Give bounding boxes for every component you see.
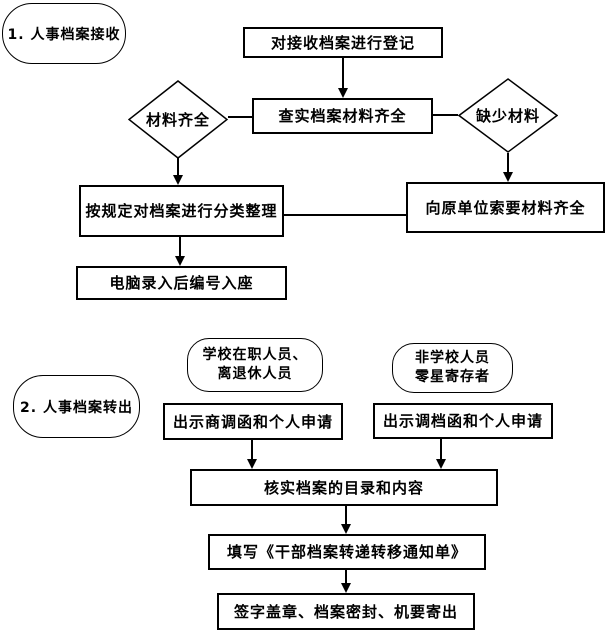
staff-terminal-line2: 离退休人员	[217, 366, 293, 382]
nonstaff-terminal: 非学校人员 零星寄存者	[392, 343, 513, 393]
material-missing-diamond: 缺少材料	[458, 78, 558, 153]
verify-box-label: 查实档案材料齐全	[278, 107, 407, 125]
down-arrowhead-icon	[173, 175, 183, 185]
down-arrowhead-icon	[503, 172, 513, 182]
fill-notice-label: 填写《干部档案转递转移通知单》	[226, 543, 467, 561]
section2-title-terminal: 2. 人事档案转出	[13, 375, 140, 438]
section1-title-label: 1. 人事档案接收	[7, 26, 121, 43]
section2-title-label: 2. 人事档案转出	[20, 399, 133, 416]
register-box: 对接收档案进行登记	[243, 27, 443, 58]
staff-letter-label: 出示商调函和个人申请	[172, 412, 333, 431]
fill-notice-box: 填写《干部档案转递转移通知单》	[208, 534, 486, 570]
staff-terminal-line1: 学校在职人员、	[202, 347, 308, 363]
nonstaff-letter-label: 出示调档函和个人申请	[382, 412, 543, 430]
verify-box: 查实档案材料齐全	[252, 98, 433, 134]
down-arrowhead-icon	[436, 459, 446, 469]
arrow-check-to-fill-line	[345, 506, 347, 524]
nonstaff-terminal-line1: 非学校人员	[415, 350, 490, 366]
material-complete-label: 材料齐全	[145, 111, 210, 129]
arrow-staff-letter-to-check-line	[251, 440, 253, 459]
classify-box-label: 按规定对档案进行分类整理	[85, 202, 278, 220]
computer-entry-box: 电脑录入后编号入座	[76, 266, 287, 300]
arrow-register-to-verify-line	[342, 58, 344, 88]
material-complete-diamond: 材料齐全	[128, 80, 228, 159]
down-arrowhead-icon	[247, 459, 257, 469]
nonstaff-letter-box: 出示调档函和个人申请	[373, 403, 553, 439]
down-arrowhead-icon	[338, 88, 348, 98]
down-arrowhead-icon	[341, 524, 351, 534]
staff-letter-box: 出示商调函和个人申请	[163, 403, 343, 440]
link-verify-to-complete	[228, 116, 252, 118]
seal-send-label: 签字盖章、档案密封、机要寄出	[233, 602, 458, 621]
arrow-nonstaff-letter-to-check-line	[440, 439, 442, 459]
diamond-shape	[458, 78, 558, 153]
arrow-classify-to-computer-line	[179, 237, 181, 256]
link-request-to-classify	[284, 214, 406, 216]
down-arrowhead-icon	[175, 256, 185, 266]
arrow-fill-to-send-line	[345, 570, 347, 583]
section1-title-terminal: 1. 人事档案接收	[2, 3, 126, 64]
link-verify-to-missing	[433, 114, 458, 116]
register-box-label: 对接收档案进行登记	[270, 33, 415, 52]
material-missing-label: 缺少材料	[475, 107, 540, 125]
request-materials-box: 向原单位索要材料齐全	[406, 182, 605, 233]
check-contents-box: 核实档案的目录和内容	[190, 469, 498, 506]
classify-box: 按规定对档案进行分类整理	[79, 185, 284, 237]
seal-send-box: 签字盖章、档案密封、机要寄出	[217, 593, 475, 630]
down-arrowhead-icon	[341, 583, 351, 593]
request-materials-label: 向原单位索要材料齐全	[425, 198, 586, 217]
staff-terminal: 学校在职人员、 离退休人员	[187, 338, 323, 392]
nonstaff-terminal-line2: 零星寄存者	[415, 369, 490, 385]
check-contents-label: 核实档案的目录和内容	[263, 478, 424, 497]
computer-entry-label: 电脑录入后编号入座	[109, 274, 254, 292]
arrow-missing-to-request-line	[507, 153, 509, 172]
arrow-complete-to-classify-line	[177, 158, 179, 176]
